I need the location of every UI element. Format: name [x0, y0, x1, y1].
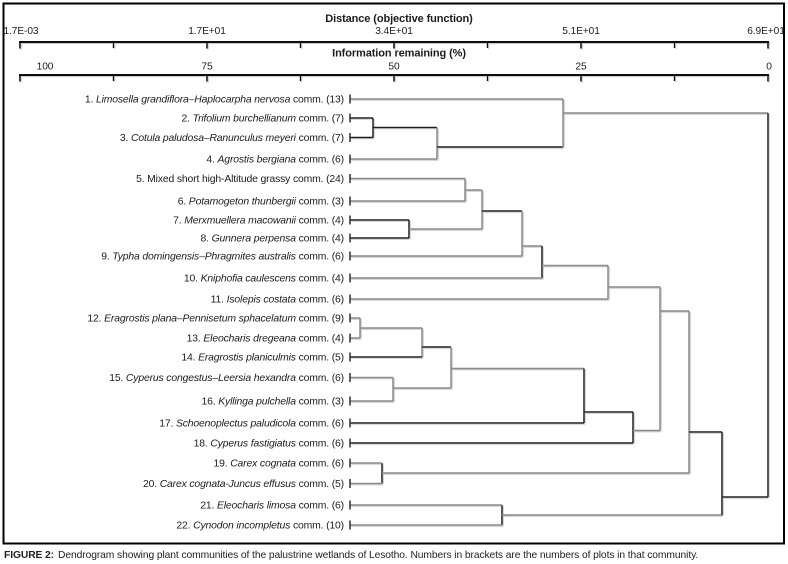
- figure-caption-number: FIGURE 2:: [4, 550, 54, 561]
- information-axis-tick-label: 25: [575, 62, 587, 73]
- distance-axis-tick-label: 1.7E-03: [4, 26, 39, 37]
- leaf-label: 5. Mixed short high-Altitude grassy comm…: [136, 174, 344, 185]
- figure-border: [2, 2, 785, 545]
- information-axis-tick-label: 100: [37, 62, 54, 73]
- distance-axis-tick-label: 3.4E+01: [375, 26, 413, 37]
- leaf-label: 13. Eleocharis dregeana comm. (4): [187, 334, 344, 345]
- information-axis-tick-label: 0: [766, 62, 772, 73]
- leaf-label: 9. Typha domingensis–Phragmites australi…: [101, 252, 344, 263]
- leaf-label: 18. Cyperus fastigiatus comm. (6): [194, 439, 344, 450]
- leaf-label: 3. Cotula paludosa–Ranunculus meyeri com…: [120, 133, 344, 144]
- leaf-label: 4. Agrostis bergiana comm. (6): [206, 155, 344, 166]
- distance-axis-tick-label: 6.9E+01: [747, 26, 785, 37]
- distance-axis-tick-label: 5.1E+01: [562, 26, 600, 37]
- leaf-label: 15. Cyperus congestus–Leersia hexandra c…: [109, 373, 344, 384]
- leaf-label: 14. Eragrostis planiculmis comm. (5): [181, 353, 344, 364]
- leaf-label: 6. Potamogeton thunbergii comm. (3): [178, 197, 344, 208]
- distance-axis-tick-label: 1.7E+01: [188, 26, 226, 37]
- leaf-label: 10. Kniphofia caulescens comm. (4): [184, 274, 344, 285]
- information-axis-tick-label: 50: [388, 62, 400, 73]
- figure-caption-text: Dendrogram showing plant communities of …: [58, 550, 698, 561]
- leaf-label: 20. Carex cognata-Juncus effusus comm. (…: [143, 479, 344, 490]
- figure-caption: FIGURE 2: Dendrogram showing plant commun…: [4, 550, 698, 561]
- information-axis-tick-label: 75: [201, 62, 213, 73]
- leaf-label: 8. Gunnera perpensa comm. (4): [200, 234, 344, 245]
- leaf-labels: 1. Limosella grandiflora–Haplocarpha ner…: [85, 95, 344, 532]
- axis-tick-labels: 1.7E-03 1.7E+01 3.4E+01 5.1E+01 6.9E+01 100 75…: [4, 26, 786, 73]
- leaf-label: 7. Merxmuellera macowanii comm. (4): [173, 216, 344, 227]
- leaf-label: 21. Eleocharis limosa comm. (6): [200, 501, 344, 512]
- leaf-label: 11. Isolepis costata comm. (6): [211, 295, 344, 306]
- leaf-label: 12. Eragrostis plana–Pennisetum sphacela…: [87, 314, 344, 325]
- leaf-label: 19. Carex cognata comm. (6): [213, 459, 344, 470]
- leaf-label: 16. Kyllinga pulchella comm. (3): [202, 397, 344, 408]
- leaf-label: 22. Cynodon incompletus comm. (10): [176, 521, 344, 532]
- information-axis-title: Information remaining (%): [332, 48, 466, 60]
- leaf-label: 2. Trifolium burchellianum comm. (7): [182, 114, 344, 125]
- leaf-label: 17. Schoenoplectus paludicola comm. (6): [159, 419, 344, 430]
- leaf-label: 1. Limosella grandiflora–Haplocarpha ner…: [85, 95, 344, 106]
- distance-axis-title: Distance (objective function): [325, 13, 473, 25]
- axis-lines-and-ticks: [19, 41, 769, 82]
- dendrogram-tree-lines: [350, 98, 769, 526]
